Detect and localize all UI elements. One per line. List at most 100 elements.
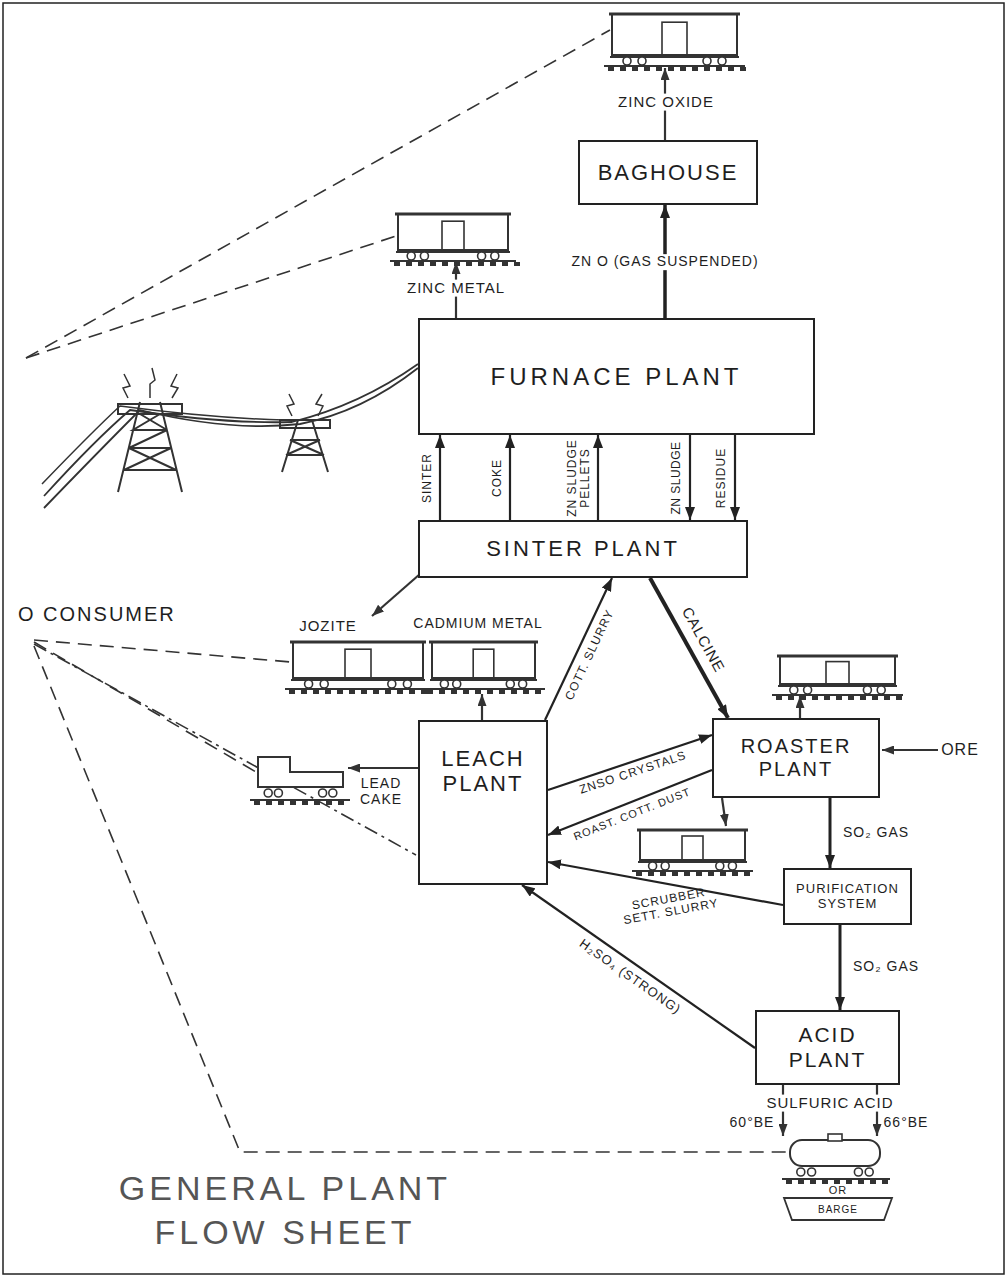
process-box: ACID PLANT bbox=[755, 1010, 900, 1085]
rail bbox=[604, 65, 745, 67]
rail bbox=[632, 870, 753, 872]
wheel bbox=[329, 789, 337, 797]
rail-tie bbox=[326, 801, 332, 805]
process-box: SINTER PLANT bbox=[418, 520, 748, 578]
rail-tie bbox=[301, 690, 307, 694]
flow-connector bbox=[829, 798, 832, 868]
consumer-label: O CONSUMER bbox=[18, 603, 176, 625]
boxcar-roof bbox=[429, 641, 538, 644]
rail-tie bbox=[668, 67, 674, 71]
product-arrow bbox=[372, 574, 420, 616]
flow-label: COTT. SLURRY bbox=[563, 608, 617, 703]
boxcar-body bbox=[612, 14, 737, 55]
rail-tie bbox=[302, 801, 308, 805]
wheel bbox=[716, 862, 724, 870]
tank-dome bbox=[828, 1134, 842, 1141]
product-arrow bbox=[722, 798, 726, 826]
wheel bbox=[623, 57, 631, 65]
boxcar-body bbox=[398, 214, 508, 250]
rail-tie bbox=[475, 690, 481, 694]
rail-tie bbox=[535, 690, 541, 694]
rail-tie bbox=[882, 1180, 888, 1184]
rail-tie bbox=[872, 696, 878, 700]
dashed-line bbox=[26, 30, 610, 358]
box-text: ROASTER PLANT bbox=[722, 735, 870, 781]
rail bbox=[423, 688, 545, 690]
rail-tie bbox=[385, 690, 391, 694]
rail-tie bbox=[490, 262, 496, 266]
flow-connector bbox=[439, 435, 441, 520]
wheel bbox=[790, 686, 798, 694]
wheel bbox=[519, 680, 527, 688]
flow-connector bbox=[734, 435, 736, 520]
product-label: ZINC OXIDE bbox=[615, 94, 717, 111]
rail bbox=[250, 799, 350, 801]
rail-tie bbox=[786, 1180, 792, 1184]
boxcar-roof bbox=[395, 213, 511, 216]
rail-tie bbox=[451, 690, 457, 694]
rail-tie bbox=[884, 696, 890, 700]
power-wire bbox=[42, 406, 284, 484]
rail-tie bbox=[409, 690, 415, 694]
rail-tie bbox=[788, 696, 794, 700]
rail-tie bbox=[502, 262, 508, 266]
rail-tie bbox=[812, 696, 818, 700]
wheel bbox=[407, 252, 415, 260]
flow-label: SO₂ GAS bbox=[843, 825, 909, 841]
rail-tie bbox=[732, 872, 738, 876]
boxcar-body bbox=[432, 642, 535, 678]
boxcar-door bbox=[682, 836, 703, 860]
rail-tie bbox=[836, 696, 842, 700]
rail bbox=[782, 1178, 890, 1180]
rail-tie bbox=[776, 696, 782, 700]
rail-tie bbox=[430, 262, 436, 266]
rail-tie bbox=[289, 690, 295, 694]
boxcar-roof bbox=[777, 655, 898, 658]
wheel bbox=[863, 686, 871, 694]
boxcar-door bbox=[662, 22, 687, 55]
rail-tie bbox=[870, 1180, 876, 1184]
rail-tie bbox=[798, 1180, 804, 1184]
flow-label: SINTER bbox=[421, 453, 434, 503]
rail-tie bbox=[824, 696, 830, 700]
product-arrow bbox=[799, 696, 801, 718]
flow-label: H₂SO₄ (STRONG) bbox=[577, 937, 684, 1018]
flow-label: ZN SLUDGE bbox=[670, 441, 683, 514]
wheel bbox=[264, 789, 272, 797]
rail-tie bbox=[848, 696, 854, 700]
wheel bbox=[440, 680, 448, 688]
wheel bbox=[305, 680, 313, 688]
flow-label: COKE bbox=[491, 459, 504, 497]
power-wire bbox=[44, 364, 418, 496]
rail-tie bbox=[427, 690, 433, 694]
rail-tie bbox=[822, 1180, 828, 1184]
barge-hull bbox=[784, 1198, 892, 1220]
wheel bbox=[274, 789, 282, 797]
product-label: LEAD CAKE bbox=[355, 776, 407, 807]
rail-tie bbox=[442, 262, 448, 266]
product-arrows bbox=[348, 68, 938, 1136]
rail-tie bbox=[680, 67, 686, 71]
process-box: FURNACE PLANT bbox=[418, 318, 815, 435]
wheel bbox=[797, 1168, 805, 1176]
boxcar-body bbox=[293, 642, 423, 678]
rail-tie bbox=[834, 1180, 840, 1184]
wheel bbox=[718, 57, 726, 65]
rail-tie bbox=[418, 262, 424, 266]
rail-tie bbox=[636, 872, 642, 876]
rail-tie bbox=[314, 801, 320, 805]
rail-tie bbox=[744, 872, 750, 876]
product-arrow bbox=[481, 694, 483, 720]
product-label: ZINC METAL bbox=[404, 280, 508, 297]
rail-tie bbox=[466, 262, 472, 266]
product-arrow bbox=[348, 767, 418, 769]
dashed-line bbox=[34, 640, 291, 662]
rail-tie bbox=[397, 690, 403, 694]
flow-connector bbox=[509, 435, 511, 520]
boxcar-door bbox=[442, 221, 464, 250]
flow-connector bbox=[689, 435, 691, 520]
wheel bbox=[649, 862, 657, 870]
rail-tie bbox=[860, 696, 866, 700]
rail-tie bbox=[325, 690, 331, 694]
